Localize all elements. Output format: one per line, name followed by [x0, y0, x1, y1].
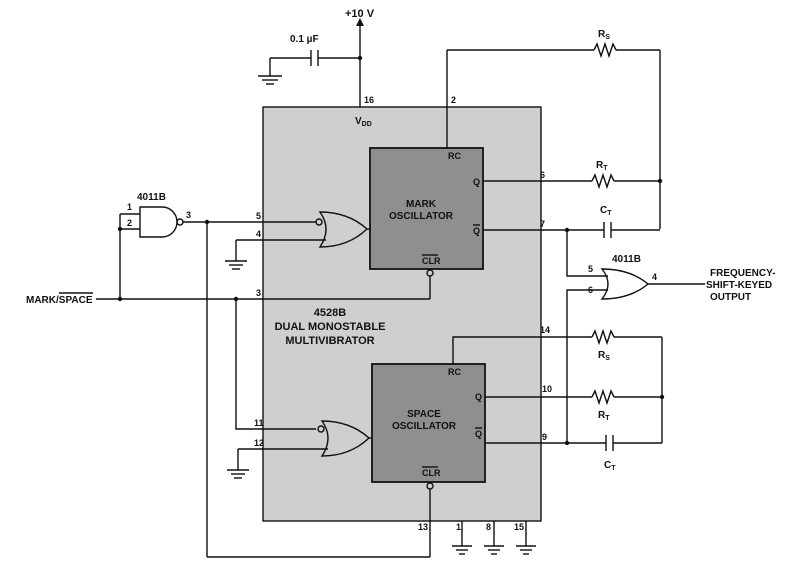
- mark-nor-gate: [225, 211, 370, 270]
- output-label-line1: FREQUENCY-: [710, 268, 776, 279]
- mark-oscillator-block: [369, 147, 484, 270]
- rs-top-label: RS: [598, 29, 610, 41]
- input-gate-label: 4011B: [137, 192, 166, 203]
- pin-6: 6: [540, 170, 545, 180]
- mark-space-wiring: [96, 269, 434, 430]
- pin-9: 9: [542, 432, 547, 442]
- pin-12: 12: [254, 438, 264, 448]
- top-rc-network: [446, 41, 663, 238]
- ic-ground-pins: [452, 521, 536, 555]
- mark-osc-rc: RC: [448, 151, 461, 161]
- gate-out-pin-4: 4: [652, 272, 657, 282]
- pin-15: 15: [514, 522, 524, 532]
- ic-desc-line1: DUAL MONOSTABLE: [275, 321, 386, 333]
- gate-out-pin-5: 5: [588, 264, 593, 274]
- mark-osc-qbar: Q: [473, 226, 480, 236]
- rs-bot-label: RS: [598, 350, 610, 362]
- space-osc-q: Q: [475, 392, 482, 402]
- ct-bot-label: CT: [604, 460, 616, 472]
- pin-11: 11: [254, 418, 264, 428]
- output-gate-label: 4011B: [612, 254, 641, 265]
- supply-wiring: [258, 18, 364, 107]
- input-gate: [117, 206, 316, 302]
- ct-top-label: CT: [600, 205, 612, 217]
- gate-out-pin-6: 6: [588, 285, 593, 295]
- pin-2: 2: [451, 95, 456, 105]
- pin-14: 14: [540, 325, 550, 335]
- pin-13: 13: [418, 522, 428, 532]
- mark-osc-line2: OSCILLATOR: [389, 211, 454, 222]
- gate-in-pin-2: 2: [127, 218, 132, 228]
- ic-desc-line2: MULTIVIBRATOR: [285, 335, 374, 347]
- ic-name-label: 4528B: [314, 307, 346, 319]
- space-oscillator-block: [371, 363, 486, 483]
- gate-in-pin-3: 3: [186, 210, 191, 220]
- space-osc-rc: RC: [448, 367, 461, 377]
- supply-label: +10 V: [345, 8, 375, 20]
- output-gate-wiring: [566, 230, 705, 443]
- decoupling-cap-label: 0.1 µF: [290, 34, 319, 45]
- mark-space-input-label: MARK/SPACE: [26, 295, 93, 306]
- mark-osc-q: Q: [473, 177, 480, 187]
- output-label-line3: OUTPUT: [710, 292, 751, 303]
- pin-16: 16: [364, 95, 374, 105]
- mark-osc-line1: MARK: [406, 199, 437, 210]
- rt-bot-label: RT: [598, 410, 610, 422]
- space-osc-line2: OSCILLATOR: [392, 421, 457, 432]
- space-osc-qbar: Q: [475, 429, 482, 439]
- pin-3: 3: [256, 288, 261, 298]
- pin-8: 8: [486, 522, 491, 532]
- bottom-rc-network: [452, 328, 665, 451]
- output-label-line2: SHIFT-KEYED: [706, 280, 772, 291]
- space-osc-clr: CLR: [422, 468, 441, 478]
- space-osc-line1: SPACE: [407, 409, 441, 420]
- vdd-label: VDD: [355, 116, 372, 128]
- gate-in-pin-1: 1: [127, 202, 132, 212]
- pin-7: 7: [540, 219, 545, 229]
- space-nor-gate: [227, 420, 372, 479]
- pin-5: 5: [256, 211, 261, 221]
- mark-osc-clr: CLR: [422, 256, 441, 266]
- pin-4: 4: [256, 229, 261, 239]
- space-clr-wiring: [206, 222, 434, 558]
- rt-top-label: RT: [596, 160, 608, 172]
- pin-1: 1: [456, 522, 461, 532]
- pin-10: 10: [542, 384, 552, 394]
